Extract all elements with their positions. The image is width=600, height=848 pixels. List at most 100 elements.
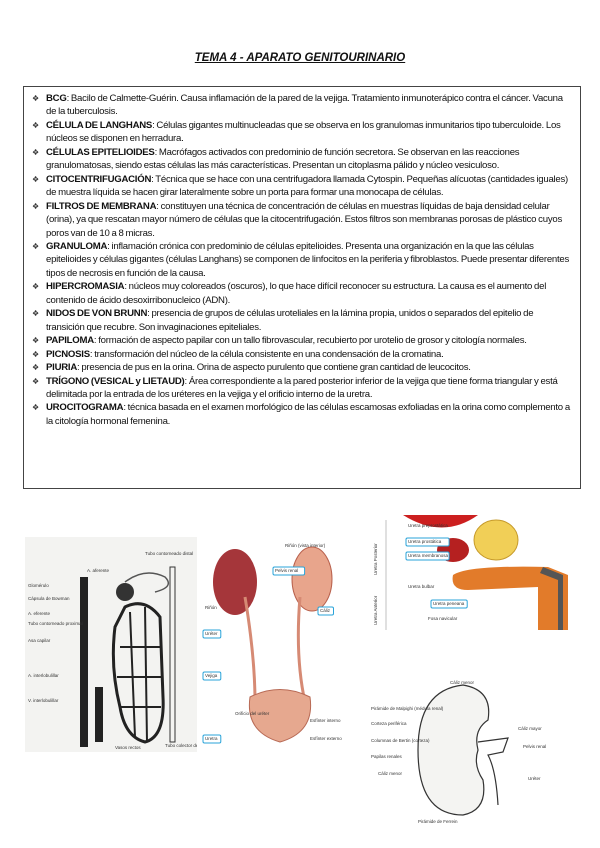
figure-label: A. aferente — [87, 568, 110, 573]
figure-label: Pirámide de Ferrein — [418, 819, 458, 824]
page-title: TEMA 4 - APARATO GENITOURINARIO — [194, 52, 406, 64]
glossary-definition: : Técnica que se hace con una centrifuga… — [46, 173, 569, 199]
figure-label: Uréter — [528, 776, 541, 781]
glossary-item: ❖ PIURIA: presencia de pus en la orina. O… — [32, 361, 572, 374]
glossary-definition: : presencia de grupos de células uroteli… — [46, 308, 534, 333]
figure-label: Cáliz menor — [378, 771, 403, 776]
glossary-definition: : técnica basada en el examen morfológic… — [46, 402, 570, 427]
glossary-item: ❖ PICNOSIS: transformación del núcleo de … — [32, 348, 572, 361]
figure-label: Pelvis renal — [523, 744, 546, 749]
figure-label: Cápsula de Bowman — [28, 596, 70, 601]
glossary-definition: : Bacilo de Calmette-Guérin. Causa infla… — [46, 93, 563, 118]
glossary-definition: : Área correspondiente a la pared poster… — [46, 375, 558, 400]
glossary-term: PAPILOMA — [46, 335, 94, 347]
glossary-term: BCG — [46, 93, 67, 104]
diamond-bullet-icon: ❖ — [32, 309, 39, 319]
glossary-item: ❖ CÉLULA DE LANGHANS: Células gigantes mu… — [32, 119, 572, 146]
figure-label: Esfínter externo — [310, 736, 342, 741]
figure-label: Orificio del uréter — [235, 711, 270, 716]
glossary-definition: : presencia de pus en la orina. Orina de… — [77, 362, 471, 374]
glossary-term: CÉLULAS EPITELIOIDES — [46, 146, 155, 158]
diamond-bullet-icon: ❖ — [32, 376, 39, 386]
label-box — [405, 537, 450, 547]
label-box — [202, 629, 222, 639]
glossary-term: PICNOSIS — [46, 348, 90, 360]
figure-label: Glomérulo — [28, 583, 49, 588]
figure-label: Riñón (vista interior) — [285, 543, 326, 548]
glossary-term: GRANULOMA — [46, 240, 108, 252]
figure-label: Uretra Anterior — [373, 595, 378, 625]
diamond-bullet-icon: ❖ — [32, 174, 39, 184]
figure-label: A. eferente — [28, 611, 51, 616]
figure-label: Asa capilar — [28, 638, 51, 643]
figure-label: Uréter — [205, 631, 218, 636]
glossary-term: TRÍGONO (VESICAL y LIETAUD) — [46, 375, 185, 387]
figure-label: Esfínter interno — [310, 718, 341, 723]
figure-label: Columnas de Bertin (corteza) — [371, 738, 430, 743]
glossary-term: UROCITOGRAMA — [46, 402, 124, 414]
glossary-item: ❖ CITOCENTRIFUGACIÓN: Técnica que se hace… — [32, 173, 572, 200]
glossary-term: CÉLULA DE LANGHANS — [46, 119, 153, 131]
glossary-term: HIPERCROMASIA — [46, 281, 125, 293]
glossary-item: ❖ TRÍGONO (VESICAL y LIETAUD): Área corre… — [32, 375, 572, 402]
figure-label: Uretra bulbar — [408, 584, 435, 589]
figure-label: Tubo colector de Bellini — [165, 743, 197, 748]
figure-label: Papilas renales — [371, 754, 403, 759]
glossary-definition: : formación de aspecto papilar con un ta… — [93, 335, 527, 347]
figure-label: Tubo contorneado distal — [145, 551, 193, 556]
figure-label: A. interlobulillar — [28, 673, 59, 678]
figure-label: Pirámide de Malpighi (médula renal) — [371, 706, 444, 711]
label-box — [317, 606, 334, 616]
glossary-item: ❖CÉLULAS EPITELIOIDES: Macrófagos activa… — [32, 146, 572, 173]
diamond-bullet-icon: ❖ — [32, 363, 39, 373]
figure-label: Tubo contorneado proximal — [28, 621, 83, 626]
figure-label: V. interlobulillar — [28, 698, 59, 703]
label-box — [430, 599, 468, 609]
diamond-bullet-icon: ❖ — [32, 349, 39, 359]
diamond-bullet-icon: ❖ — [32, 282, 39, 292]
glossary-definition: : núcleos muy coloreados (oscuros), lo q… — [46, 281, 547, 306]
glossary-item: ❖NIDOS DE VON BRUNN: presencia de grupos… — [32, 307, 572, 334]
glossary-definition: : constituyen una técnica de concentraci… — [46, 200, 562, 239]
glossary-definition: : transformación del núcleo de la célula… — [89, 348, 444, 360]
glossary-item: ❖ UROCITOGRAMA: técnica basada en el exam… — [32, 401, 572, 428]
glossary-definition: : inflamación crónica con predominio de … — [46, 240, 570, 279]
diamond-bullet-icon: ❖ — [32, 403, 39, 413]
diamond-bullet-icon: ❖ — [32, 94, 39, 103]
label-box — [272, 566, 306, 576]
label-box — [202, 671, 222, 681]
glossary-item: ❖ GRANULOMA: inflamación crónica con pred… — [32, 240, 572, 280]
figure-label: Corteza periférica — [371, 721, 407, 726]
glossary-term: PIURIA — [46, 362, 78, 374]
label-box — [202, 734, 222, 744]
figure-label: Uretra preprostática — [408, 523, 448, 528]
diamond-bullet-icon: ❖ — [32, 241, 39, 251]
diamond-bullet-icon: ❖ — [32, 201, 39, 211]
figure-label: Cáliz menor — [450, 680, 475, 685]
figure-label: Pelvis renal — [275, 568, 298, 573]
diamond-bullet-icon: ❖ — [32, 147, 39, 157]
diamond-bullet-icon: ❖ — [32, 336, 39, 346]
glossary-term: CITOCENTRIFUGACIÓN — [46, 173, 152, 185]
figure-label: Cáliz — [320, 608, 331, 613]
figure-label: Uretra peneana — [433, 601, 465, 606]
figure-label: Riñón — [205, 605, 217, 610]
glossary-list: ❖ BCG: Bacilo de Calmette-Guérin. Causa i… — [32, 92, 572, 428]
glossary-item: ❖ PAPILOMA: formación de aspecto papilar … — [32, 334, 572, 347]
figure-label: Uretra membranosa — [408, 553, 449, 558]
glossary-term: FILTROS DE MEMBRANA — [46, 200, 157, 212]
figure-label: Uretra — [205, 736, 218, 741]
glossary-box: ❖ BCG: Bacilo de Calmette-Guérin. Causa i… — [23, 86, 581, 489]
label-box — [405, 551, 450, 561]
glossary-item: ❖ HIPERCROMASIA: núcleos muy coloreados (… — [32, 280, 572, 307]
figure-label: Vejiga — [205, 673, 218, 678]
glossary-item: ❖ BCG: Bacilo de Calmette-Guérin. Causa i… — [32, 92, 572, 119]
figure-label: Uretra prostática — [408, 539, 442, 544]
diamond-bullet-icon: ❖ — [32, 120, 39, 130]
glossary-definition: : Células gigantes multinucleadas que se… — [46, 119, 561, 145]
figure-label: Vasos rectos — [115, 745, 141, 750]
